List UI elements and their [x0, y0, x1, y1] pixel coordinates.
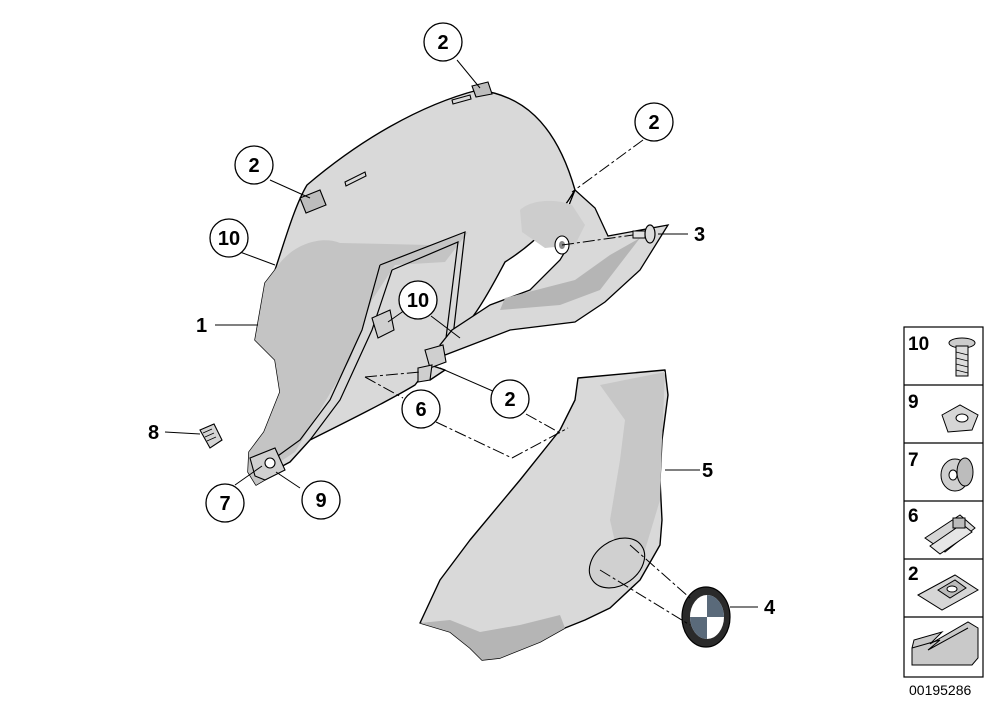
- legend-number: 6: [908, 506, 919, 527]
- callout-label: 2: [648, 112, 659, 134]
- clip-nut-detail: [371, 309, 447, 383]
- parts-legend: 10 9 7 6: [903, 326, 984, 678]
- part-label-1: 1: [196, 315, 207, 337]
- legend-row-2: 2: [908, 564, 979, 611]
- callout-2-top: 2: [423, 22, 463, 62]
- grommet-icon: [940, 457, 974, 492]
- emblem-part-4: [681, 586, 731, 648]
- clip-nut-icon: [917, 574, 979, 611]
- callout-10-inner: 10: [398, 280, 438, 320]
- bolt-part-8: [199, 423, 223, 449]
- drawing-id: 00195286: [909, 682, 972, 698]
- legend-row-6: 6: [908, 506, 976, 555]
- callout-10-left: 10: [209, 218, 249, 258]
- callout-label: 6: [415, 399, 426, 421]
- callout-label: 2: [504, 389, 515, 411]
- legend-number: 9: [908, 392, 919, 413]
- part-label-8: 8: [148, 422, 159, 444]
- callout-label: 10: [218, 228, 240, 250]
- callout-label: 2: [248, 155, 259, 177]
- leader-lines: [164, 59, 758, 626]
- callout-2-left: 2: [234, 145, 274, 185]
- callout-7: 7: [205, 483, 245, 523]
- callout-9: 9: [301, 480, 341, 520]
- part-label-5: 5: [702, 460, 713, 482]
- legend-number: 10: [908, 334, 929, 355]
- bushing-icon: [941, 404, 979, 433]
- callout-2-middle: 2: [490, 379, 530, 419]
- screw-icon: [948, 337, 976, 377]
- legend-number: 2: [908, 564, 919, 585]
- knob-part-3: [632, 224, 656, 244]
- legend-row-10: 10: [908, 334, 976, 377]
- part-label-3: 3: [694, 224, 705, 246]
- legend-number: 7: [908, 450, 919, 471]
- callout-label: 9: [315, 490, 326, 512]
- callout-label: 10: [407, 290, 429, 312]
- part-label-4: 4: [764, 597, 776, 619]
- callout-label: 2: [437, 32, 448, 54]
- callout-2-upper-right: 2: [634, 102, 674, 142]
- legend-row-9: 9: [908, 392, 979, 433]
- callout-6: 6: [401, 389, 441, 429]
- callout-label: 7: [219, 493, 230, 515]
- spring-nut-icon: [924, 514, 976, 555]
- legend-row-7: 7: [908, 450, 974, 492]
- lower-cover-part-5: [419, 369, 669, 661]
- arrow-icon: [911, 621, 979, 666]
